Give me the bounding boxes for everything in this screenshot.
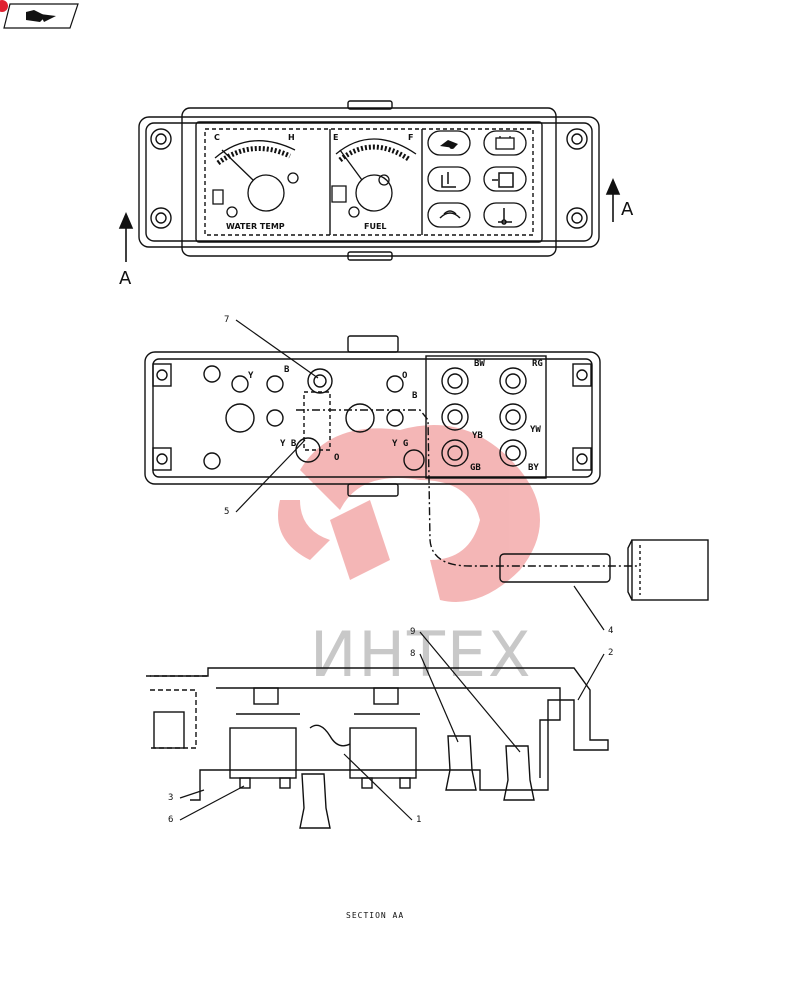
section-marker-left-label: A [119, 268, 132, 289]
harness-connector [499, 539, 709, 601]
wire-label-b2: B [412, 391, 418, 401]
wire-label-rg: RG [532, 359, 543, 369]
wire-label-o: O [334, 453, 340, 463]
water-temp-gauge [212, 140, 299, 218]
watermark-text: ИНТЕХ [310, 618, 533, 691]
battery-icon [495, 136, 515, 150]
section-marker-left [118, 211, 134, 262]
panel-front-view [138, 100, 600, 261]
indicator-lamps [427, 130, 527, 228]
callout-6: 6 [168, 815, 173, 825]
callout-1: 1 [416, 815, 421, 825]
callout-3: 3 [168, 793, 173, 803]
section-marker-right-label: A [621, 199, 634, 220]
air-filter-icon [439, 210, 461, 219]
section-caption: SECTION AA [346, 911, 404, 920]
callout-4: 4 [608, 626, 613, 636]
wire-label-by: BY [528, 463, 539, 473]
callout-5: 5 [224, 507, 229, 517]
wire-label-yb2: YB [472, 431, 483, 441]
wire-label-b: B [284, 365, 290, 375]
wire-label-gb: GB [470, 463, 481, 473]
callout-7: 7 [224, 315, 229, 325]
panel-section-view [146, 667, 609, 829]
section-marker-right [605, 177, 621, 222]
oil-pressure-icon [440, 140, 458, 149]
watermark-logo [278, 425, 540, 602]
fuel-label: FUEL [364, 222, 387, 231]
panel-rear-view [144, 335, 640, 567]
wire-label-yw: YW [530, 425, 541, 435]
water-temp-low-mark: C [214, 133, 220, 142]
wire-label-yb: Y B [280, 439, 297, 449]
callout-8: 8 [410, 649, 415, 659]
wire-label-bw: BW [474, 359, 485, 369]
wire-label-y: Y [248, 371, 254, 381]
callout-9: 9 [410, 627, 415, 637]
fuel-gauge [331, 138, 417, 218]
coolant-icon [441, 172, 456, 188]
callout-2: 2 [608, 648, 613, 658]
wire-label-yg: Y G [392, 439, 408, 449]
fuel-full-mark: F [408, 133, 413, 142]
callout-leaders [179, 319, 605, 821]
transmission-temp-icon [498, 208, 512, 225]
wire-label-o2: O [402, 371, 408, 381]
water-temp-high-mark: H [288, 133, 295, 142]
fuel-empty-mark: E [333, 133, 338, 142]
water-temp-label: WATER TEMP [226, 222, 285, 231]
fuel-filter-icon [492, 172, 514, 188]
nav-icon[interactable] [0, 0, 79, 29]
